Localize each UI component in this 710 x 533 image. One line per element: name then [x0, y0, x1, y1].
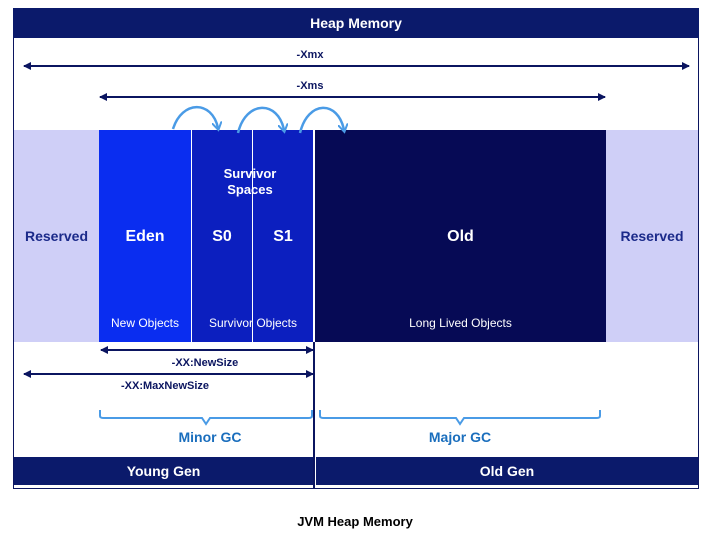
- s0-label: S0: [212, 228, 232, 245]
- young-gen-bar: Young Gen: [14, 457, 313, 485]
- s1-label: S1: [273, 228, 293, 245]
- young-gen-label: Young Gen: [126, 463, 201, 479]
- survivor-s0-region: [192, 130, 252, 342]
- old-gen-label: Old Gen: [479, 463, 535, 479]
- xmx-label: -Xmx: [296, 49, 324, 61]
- reserved-right: Reserved: [606, 130, 698, 342]
- heap-memory-header: Heap Memory: [13, 8, 699, 38]
- old-caption: Long Lived Objects: [409, 316, 512, 330]
- generation-divider: [313, 342, 315, 489]
- minor-gc-label: Minor GC: [178, 429, 242, 445]
- figure-caption: JVM Heap Memory: [297, 514, 413, 529]
- maxnewsize-label: -XX:MaxNewSize: [120, 380, 210, 392]
- xms-label: -Xms: [296, 80, 324, 92]
- minor-gc-bracket: [99, 410, 313, 426]
- major-gc-bracket: [319, 410, 601, 426]
- old-region: Old Long Lived Objects: [315, 130, 606, 342]
- promotion-arrow-s1-old: [298, 106, 344, 133]
- old-gen-bar: Old Gen: [316, 457, 698, 485]
- promotion-arrow-eden-s0: [171, 105, 218, 129]
- promotion-arrow-s0-s1: [236, 106, 284, 133]
- major-gc-label: Major GC: [428, 429, 492, 445]
- old-label: Old: [447, 228, 474, 245]
- newsize-label: -XX:NewSize: [171, 357, 239, 369]
- eden-region: Eden New Objects: [99, 130, 191, 342]
- reserved-left-label: Reserved: [24, 228, 89, 244]
- eden-label: Eden: [125, 228, 165, 245]
- reserved-right-label: Reserved: [620, 228, 684, 244]
- survivor-title: Survivor Spaces: [223, 166, 277, 197]
- survivor-s1-region: [253, 130, 313, 342]
- reserved-left: Reserved: [14, 130, 99, 342]
- eden-caption: New Objects: [110, 316, 180, 330]
- heap-memory-title: Heap Memory: [310, 15, 402, 31]
